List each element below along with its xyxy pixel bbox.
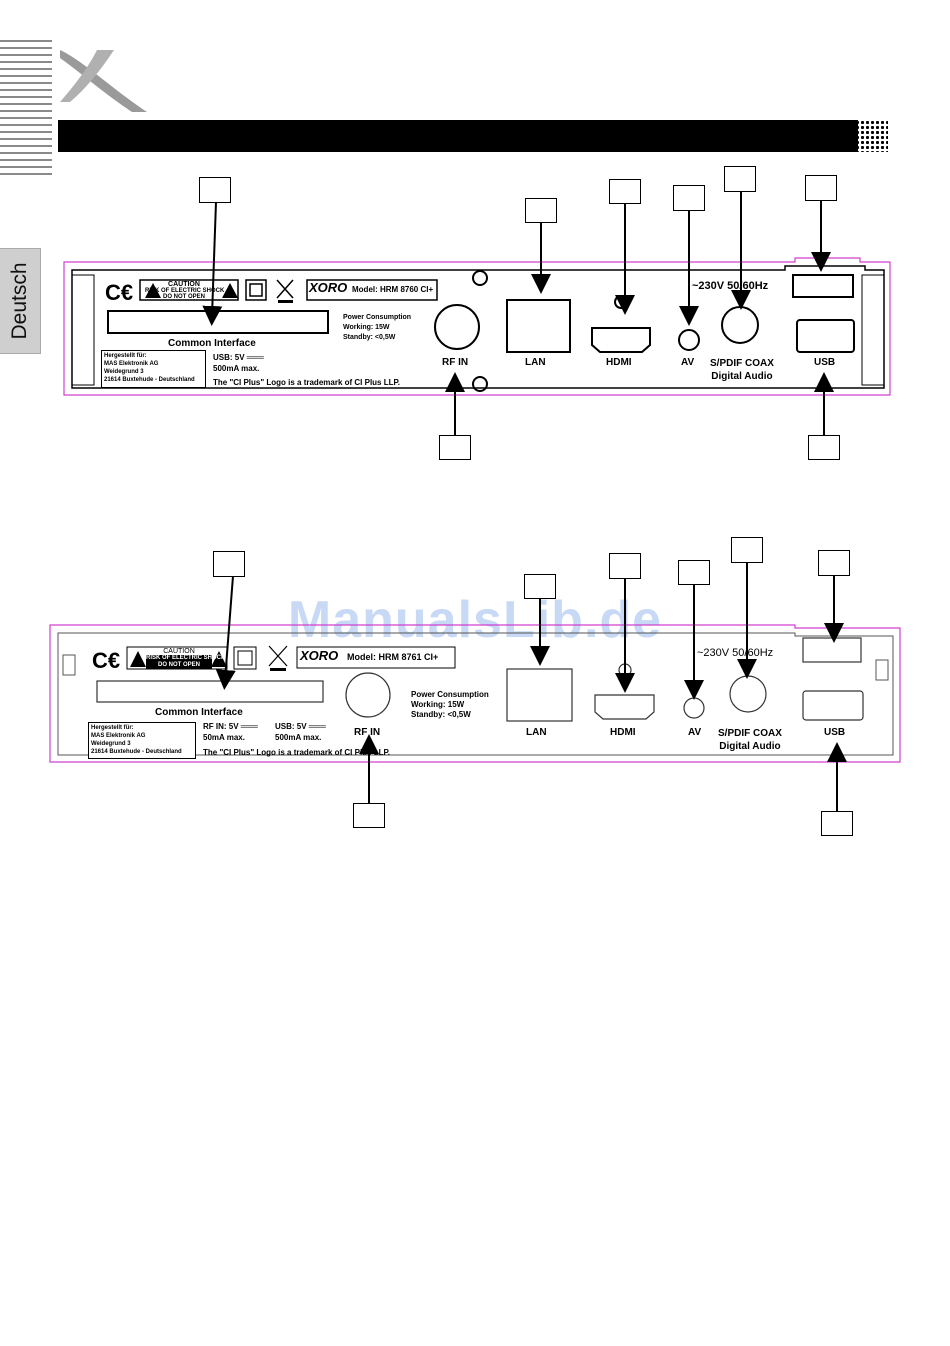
panel1-model: Model: HRM 8760 CI+	[352, 285, 434, 294]
panel1-usb-rating: USB: 5V ═══ 500mA max.	[213, 353, 264, 373]
callout-box	[609, 179, 641, 204]
callout-box	[353, 803, 385, 828]
callout-box	[731, 537, 763, 563]
language-tab[interactable]: Deutsch	[0, 248, 41, 354]
callout-box	[609, 553, 641, 579]
panel2-power-consumption: Power Consumption Working: 15W Standby: …	[411, 690, 489, 719]
svg-text:C€: C€	[105, 280, 133, 305]
panel2-port-av: AV	[688, 727, 702, 738]
panel2-usb-rating: USB: 5V ═══ 500mA max.	[275, 722, 326, 742]
panel1-ci-plus-note: The "CI Plus" Logo is a trademark of CI …	[213, 378, 401, 387]
callout-box	[199, 177, 231, 203]
panel1-port-lan: LAN	[525, 357, 546, 368]
panel2-port-usb: USB	[824, 727, 846, 738]
panel2-model: Model: HRM 8761 CI+	[347, 652, 439, 662]
panel2-caution-label: CAUTION RISK OF ELECTRIC SHOCK DO NOT OP…	[146, 648, 226, 669]
callout-box	[821, 811, 853, 836]
callout-box	[678, 560, 710, 585]
panel1-port-av: AV	[681, 357, 695, 368]
panel1-common-interface: Common Interface	[168, 338, 256, 349]
callout-box	[213, 551, 245, 577]
panel1-port-hdmi: HDMI	[606, 357, 632, 368]
panel1-port-rf-in: RF IN	[442, 357, 469, 368]
panel2-common-interface: Common Interface	[155, 707, 243, 718]
callout-box	[808, 435, 840, 460]
section-header-bar	[58, 120, 858, 152]
callout-box	[525, 198, 557, 223]
panel1-port-spdif: S/PDIF COAX Digital Audio	[710, 358, 774, 382]
decorative-stripes	[0, 40, 52, 178]
callout-box	[439, 435, 471, 460]
panel2-outline: C€	[49, 624, 901, 763]
panel2-rf-rating: RF IN: 5V ═══ 50mA max.	[203, 722, 258, 742]
panel2-ci-plus-note: The "CI Plus" Logo is a trademark of CI …	[203, 748, 391, 757]
panel1-port-usb: USB	[814, 357, 836, 368]
panel2-port-rf-in: RF IN	[354, 727, 381, 738]
callout-box	[724, 166, 756, 192]
panel1-manufacturer-box: Hergestellt für: MAS Elektronik AG Weide…	[101, 350, 206, 388]
callout-box	[524, 574, 556, 599]
panel1-power-label: ~230V 50/60Hz	[692, 280, 769, 292]
svg-text:C€: C€	[92, 648, 120, 673]
panel1-outline: C€	[63, 257, 891, 396]
panel2-brand-logo: XORO	[300, 648, 339, 663]
xoro-x-logo-icon	[60, 50, 147, 112]
header-dot-pattern	[840, 120, 888, 152]
panel2-manufacturer-box: Hergestellt für: MAS Elektronik AG Weide…	[88, 722, 196, 759]
callout-box	[818, 550, 850, 576]
panel2-port-spdif: S/PDIF COAX Digital Audio	[718, 728, 782, 752]
callout-box	[805, 175, 837, 201]
callout-box	[673, 185, 705, 211]
panel1-brand-logo: XORO	[309, 280, 348, 295]
panel1-caution-label: CAUTION RISK OF ELECTRIC SHOCK DO NOT OP…	[145, 281, 225, 300]
watermark: ManualsLib.de	[287, 591, 663, 649]
panel2-port-lan: LAN	[526, 727, 547, 738]
panel2-power-label: ~230V 50/60Hz	[697, 647, 774, 659]
panel1-power-consumption: Power Consumption Working: 15W Standby: …	[343, 314, 412, 341]
panel2-port-hdmi: HDMI	[610, 727, 636, 738]
